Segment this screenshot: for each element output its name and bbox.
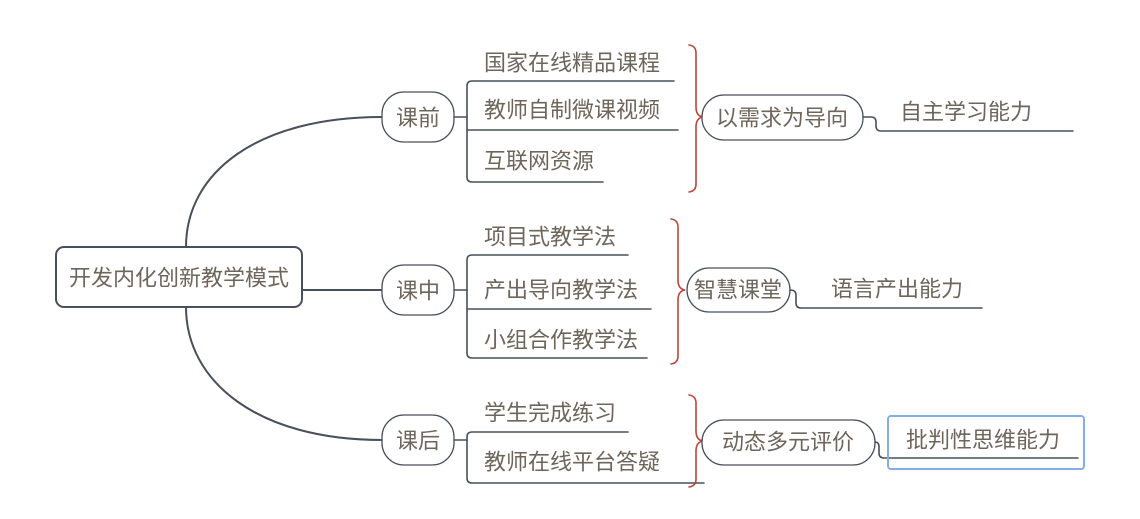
subtopic-national-online-courses[interactable]: 国家在线精品课程 xyxy=(484,51,660,76)
outcome-topic-critical-thinking[interactable]: 批判性思维能力 xyxy=(887,415,1085,470)
underline-after-class-child-1 xyxy=(466,431,629,441)
subtopic-output-teaching[interactable]: 产出导向教学法 xyxy=(484,278,638,303)
branch-topic-after-class[interactable]: 课后 xyxy=(381,414,455,466)
branch-topic-during-class[interactable]: 课中 xyxy=(381,264,455,316)
connector-root-to-before-class xyxy=(185,116,383,248)
connector-demand-to-outcome xyxy=(862,116,1074,132)
subtopic-teacher-online-qa[interactable]: 教师在线平台答疑 xyxy=(484,450,660,475)
summary-topic-demand-oriented[interactable]: 以需求为导向 xyxy=(701,94,864,141)
root-topic[interactable]: 开发内化创新教学模式 xyxy=(55,246,303,308)
summary-smart-classroom-label[interactable]: 智慧课堂 xyxy=(694,278,782,303)
subtopic-student-exercises[interactable]: 学生完成练习 xyxy=(484,401,616,426)
branch-topic-before-class[interactable]: 课前 xyxy=(381,91,455,143)
branch-after-class-label[interactable]: 课后 xyxy=(396,429,440,454)
summary-brace-after-class xyxy=(688,394,704,488)
root-topic-shape[interactable] xyxy=(55,246,303,308)
underline-before-class-child-3 xyxy=(466,116,604,183)
summary-topic-smart-classroom[interactable]: 智慧课堂 xyxy=(686,267,791,313)
subtopic-group-teaching[interactable]: 小组合作教学法 xyxy=(484,328,638,353)
underline-during-class-child-1 xyxy=(466,254,629,291)
root-topic-label[interactable]: 开发内化创新教学模式 xyxy=(69,266,289,291)
summary-topic-dynamic-evaluation[interactable]: 动态多元评价 xyxy=(701,419,876,466)
branch-before-class-label[interactable]: 课前 xyxy=(396,106,440,131)
connector-root-to-after-class xyxy=(185,306,383,441)
subtopic-teacher-micro-videos[interactable]: 教师自制微课视频 xyxy=(484,98,660,123)
underline-after-class-child-2 xyxy=(466,439,705,484)
subtopic-internet-resources[interactable]: 互联网资源 xyxy=(484,149,594,174)
underline-during-class-child-3 xyxy=(466,289,648,359)
summary-brace-before-class xyxy=(688,44,704,193)
connector-smart-to-outcome xyxy=(789,289,983,309)
outcome-self-learning-label[interactable]: 自主学习能力 xyxy=(900,100,1032,125)
selection-border xyxy=(887,415,1085,470)
branch-during-class-label[interactable]: 课中 xyxy=(396,279,440,304)
subtopic-project-teaching[interactable]: 项目式教学法 xyxy=(484,225,616,250)
summary-brace-during-class xyxy=(670,218,686,365)
underline-before-class-child-1 xyxy=(466,80,675,118)
connector-dynamic-to-outcome xyxy=(874,441,1079,459)
summary-dynamic-evaluation-label[interactable]: 动态多元评价 xyxy=(722,430,854,455)
outcome-language-output-label[interactable]: 语言产出能力 xyxy=(831,277,963,302)
summary-demand-oriented-label[interactable]: 以需求为导向 xyxy=(716,106,848,131)
outcome-critical-thinking-label[interactable]: 批判性思维能力 xyxy=(906,428,1060,453)
